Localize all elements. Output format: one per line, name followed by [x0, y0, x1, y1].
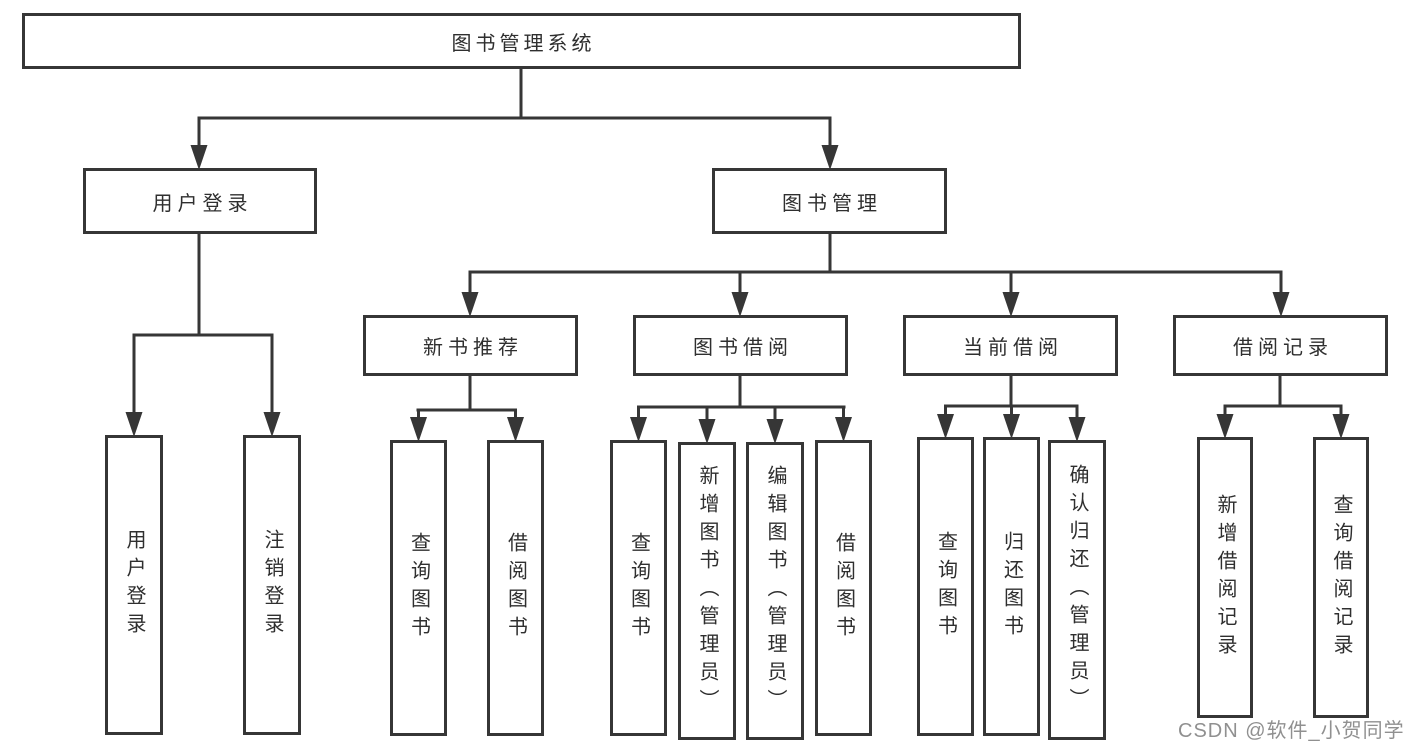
node-recommend-query-book: 查询图书 [390, 440, 447, 736]
node-root-system: 图书管理系统 [22, 13, 1021, 69]
node-label: 确认归还（管理员） [1066, 464, 1088, 716]
node-label: 用户登录 [152, 192, 253, 215]
node-borrow-add-book: 新增图书（管理员） [678, 442, 736, 740]
node-user-login-action: 用户登录 [105, 435, 163, 735]
node-record-add: 新增借阅记录 [1197, 437, 1253, 718]
node-label: 当前借阅 [963, 337, 1063, 359]
node-label: 查询图书 [627, 532, 650, 644]
node-record-query: 查询借阅记录 [1313, 437, 1369, 718]
node-borrow-record: 借阅记录 [1173, 315, 1388, 376]
node-user-login: 用户登录 [83, 168, 317, 234]
node-label: 编辑图书（管理员） [764, 465, 786, 717]
node-label: 借阅记录 [1233, 337, 1333, 359]
node-label: 借阅图书 [504, 532, 527, 644]
node-label: 注销登录 [261, 529, 283, 641]
node-label: 借阅图书 [832, 532, 855, 644]
node-current-return-book: 归还图书 [983, 437, 1040, 736]
node-label: 新书推荐 [423, 337, 523, 359]
node-recommend-borrow-book: 借阅图书 [487, 440, 544, 736]
node-current-query-book: 查询图书 [917, 437, 974, 736]
node-label: 图书借阅 [693, 337, 793, 359]
node-book-borrow: 图书借阅 [633, 315, 848, 376]
node-label: 新增借阅记录 [1214, 493, 1236, 662]
node-new-book-recommend: 新书推荐 [363, 315, 578, 376]
csdn-watermark: CSDN @软件_小贺同学 [1178, 720, 1405, 742]
node-borrow-edit-book: 编辑图书（管理员） [746, 442, 804, 740]
node-label: 归还图书 [1000, 530, 1023, 643]
node-label: 图书管理系统 [451, 32, 596, 55]
node-logout-action: 注销登录 [243, 435, 301, 735]
node-label: 查询图书 [407, 532, 430, 644]
node-borrow-query-book: 查询图书 [610, 440, 667, 736]
node-current-confirm-return: 确认归还（管理员） [1048, 440, 1106, 740]
node-label: 新增图书（管理员） [696, 465, 718, 717]
node-book-manage: 图书管理 [712, 168, 947, 234]
node-label: 用户登录 [123, 529, 145, 641]
node-current-borrow: 当前借阅 [903, 315, 1118, 376]
node-label: 图书管理 [782, 192, 882, 215]
node-label: 查询借阅记录 [1330, 493, 1352, 662]
node-borrow-borrow-book: 借阅图书 [815, 440, 872, 736]
node-label: 查询图书 [934, 530, 957, 643]
